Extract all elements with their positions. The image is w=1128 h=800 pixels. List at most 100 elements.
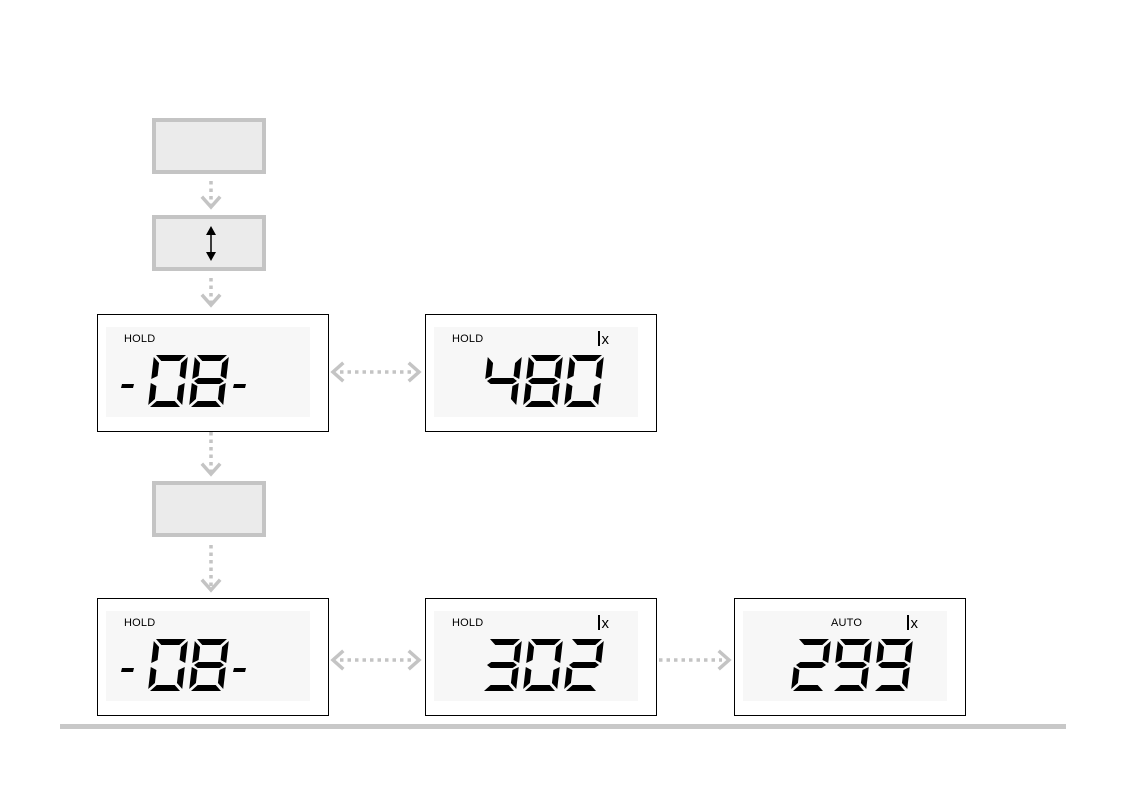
segment-g [194,662,224,668]
segment-d [150,401,180,407]
segment-e [523,383,532,405]
segment-b [513,357,522,379]
mode-indicator: HOLD [124,617,156,629]
unit-indicator: x [598,615,609,632]
arrowhead-down [200,195,222,210]
segment-b [220,641,229,663]
segment-a [572,355,602,361]
segment-f [192,357,201,379]
arrowhead-down [200,293,222,308]
dash-segment [233,668,246,672]
segment-d [191,401,221,407]
seven-segment-readout [121,639,246,691]
lcd-display-row2-mid: HOLD x [425,598,657,716]
seven-segment-readout [121,355,246,407]
segment-e [791,667,800,689]
segment-d [566,401,596,407]
segment-d [150,685,180,691]
dash-segment [121,384,134,388]
segment-c [510,667,519,689]
segment-c [551,383,560,405]
segment-f [835,641,844,663]
unit-indicator: x [598,331,609,348]
mode-indicator: HOLD [452,617,484,629]
segment-b [513,641,522,663]
segment-a [531,355,561,361]
segment-f [567,357,576,379]
arrowhead-left [330,361,345,383]
segment-g [796,662,826,668]
segment-e [189,383,198,405]
segment-g [528,378,558,384]
seven-segment-readout [791,639,913,691]
key-step-box-3 [152,481,266,537]
arrowhead-down [200,578,222,593]
arrowhead-down [200,462,222,477]
segment-b [863,641,872,663]
key-step-box-1 [152,118,266,174]
segment-c [176,383,185,405]
segment-a [156,639,186,645]
segment-b [554,357,563,379]
mode-indicator: AUTO [831,617,863,629]
segment-e [564,383,573,405]
dash-segment [233,384,246,388]
segment-a [881,639,911,645]
segment-a [572,639,602,645]
bottom-separator [60,724,1066,729]
segment-b [220,357,229,379]
lcd-display-row2-left: HOLD [97,598,329,716]
arrowhead-left [330,649,345,671]
segment-c [510,383,519,405]
segment-c [592,383,601,405]
segment-f [192,641,201,663]
segment-b [822,641,831,663]
segment-f [526,357,535,379]
segment-e [148,667,157,689]
segment-g [569,662,599,668]
segment-d [793,685,823,691]
segment-f [526,641,535,663]
segment-c [551,667,560,689]
segment-e [564,667,573,689]
segment-b [179,641,188,663]
segment-f [151,357,160,379]
seven-segment-readout [485,355,604,407]
segment-g [878,662,908,668]
mode-indicator: HOLD [124,333,156,345]
segment-c [860,667,869,689]
segment-a [531,639,561,645]
seven-segment-readout [484,639,604,691]
segment-a [156,355,186,361]
dash-segment [121,668,134,672]
segment-d [566,685,596,691]
lcd-display-row1-left: HOLD [97,314,329,432]
segment-b [554,641,563,663]
segment-g [487,662,517,668]
up-down-arrow-icon [206,226,216,261]
segment-c [176,667,185,689]
segment-e [523,667,532,689]
segment-d [484,685,514,691]
segment-a [197,355,227,361]
segment-g [837,662,867,668]
lcd-display-row1-right: HOLD x [425,314,657,432]
segment-a [197,639,227,645]
segment-a [840,639,870,645]
arrowhead-right [717,649,732,671]
segment-c [217,667,226,689]
segment-e [148,383,157,405]
segment-d [525,685,555,691]
segment-d [191,685,221,691]
segment-d [875,685,905,691]
segment-a [490,639,520,645]
segment-b [904,641,913,663]
segment-c [901,667,910,689]
segment-e [189,667,198,689]
segment-g [487,378,517,384]
segment-b [595,641,604,663]
segment-f [151,641,160,663]
lcd-display-row2-right: AUTO x [734,598,966,716]
arrowhead-right [407,361,422,383]
segment-b [179,357,188,379]
